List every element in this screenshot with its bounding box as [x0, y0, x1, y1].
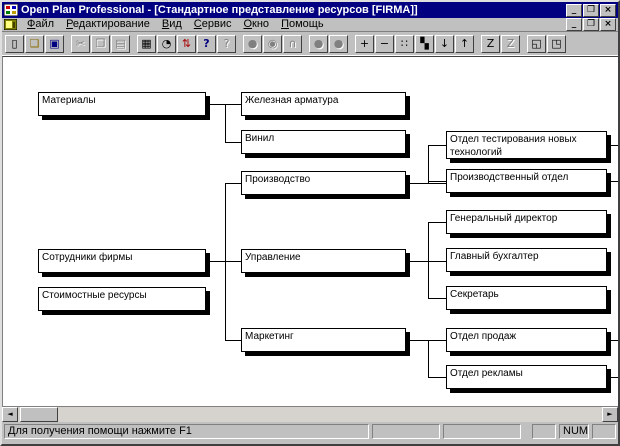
org-node-sales-dept[interactable]: Отдел продаж: [446, 328, 607, 352]
close-button[interactable]: ×: [600, 3, 616, 17]
diagram-canvas: Материалы Сотрудники фирмы Стоимостные р…: [2, 56, 618, 406]
save-button[interactable]: ▣: [45, 34, 64, 53]
org-node-materials[interactable]: Материалы: [38, 92, 206, 116]
connector-line: [428, 222, 429, 299]
org-node-employees[interactable]: Сотрудники фирмы: [38, 249, 206, 273]
org-node-production[interactable]: Производство: [241, 171, 406, 195]
connector-line: [225, 183, 226, 341]
connector-line: [611, 145, 618, 146]
steps-button[interactable]: ▚: [415, 34, 434, 53]
connector-line: [208, 104, 241, 105]
menu-help[interactable]: Помощь: [281, 18, 324, 30]
connector-line: [611, 181, 618, 182]
child-restore-button[interactable]: ❐: [583, 18, 599, 31]
connector-line: [428, 145, 429, 184]
org-node-management[interactable]: Управление: [241, 249, 406, 273]
shape-circle-button[interactable]: ●: [243, 34, 262, 53]
status-panel-1: [372, 424, 440, 439]
restore-button[interactable]: ❐: [583, 3, 599, 17]
org-node-secretary[interactable]: Секретарь: [446, 286, 607, 310]
print-preview-button[interactable]: ◔: [157, 34, 176, 53]
open-button[interactable]: ❏: [25, 34, 44, 53]
toolbar: ▯ ❏ ▣ ✂ ❐ ▤ ▦ ◔ ⇅ ? ? ● ◉ ∩ ● ● + − ∷ ▚ …: [2, 32, 618, 56]
connector-line: [428, 181, 446, 182]
connector-line: [428, 222, 446, 223]
connector-line: [408, 261, 446, 262]
scroll-left-button[interactable]: ◄: [2, 407, 18, 422]
connector-line: [611, 377, 618, 378]
connector-line: [428, 340, 429, 378]
window-bottom-edge: [2, 440, 618, 444]
status-num-indicator: NUM: [559, 424, 589, 439]
remove-node-button[interactable]: −: [375, 34, 394, 53]
org-node-general-director[interactable]: Генеральный директор: [446, 210, 607, 234]
move-down-button[interactable]: ↓: [435, 34, 454, 53]
copy-button[interactable]: ❐: [91, 34, 110, 53]
shape-circle2-button[interactable]: ●: [309, 34, 328, 53]
sort-z-button[interactable]: Z: [481, 34, 500, 53]
connector-line: [408, 340, 446, 341]
status-bar: Для получения помощи нажмите F1 NUM: [2, 422, 618, 440]
connector-line: [225, 142, 241, 143]
horizontal-scrollbar[interactable]: ◄ ►: [2, 406, 618, 422]
menu-edit[interactable]: Редактирование: [66, 18, 150, 30]
connector-line: [428, 145, 446, 146]
new-document-button[interactable]: ▯: [5, 34, 24, 53]
help-button[interactable]: ?: [197, 34, 216, 53]
connector-line: [225, 104, 226, 143]
status-panel-4: [592, 424, 616, 439]
link-nodes-button[interactable]: ∷: [395, 34, 414, 53]
window-title: Open Plan Professional - [Стандартное пр…: [21, 4, 418, 16]
sort-z-alt-button[interactable]: Z: [501, 34, 520, 53]
connector-line: [611, 340, 618, 341]
menu-tools[interactable]: Сервис: [193, 18, 232, 30]
org-node-marketing[interactable]: Маркетинг: [241, 328, 406, 352]
connector-line: [208, 261, 241, 262]
paste-button[interactable]: ▤: [111, 34, 130, 53]
app-icon[interactable]: [4, 4, 18, 16]
org-node-chief-accountant[interactable]: Главный бухгалтер: [446, 248, 607, 272]
shape-arch-button[interactable]: ∩: [283, 34, 302, 53]
context-help-button[interactable]: ?: [217, 34, 236, 53]
status-panel-3: [532, 424, 556, 439]
menu-view[interactable]: Вид: [161, 18, 182, 30]
print-button[interactable]: ▦: [137, 34, 156, 53]
shape-circle3-button[interactable]: ●: [329, 34, 348, 53]
org-node-cost-resources[interactable]: Стоимостные ресурсы: [38, 287, 206, 311]
cut-button[interactable]: ✂: [71, 34, 90, 53]
org-node-iron-rebar[interactable]: Железная арматура: [241, 92, 406, 116]
move-up-button[interactable]: ↑: [455, 34, 474, 53]
minimize-button[interactable]: _: [566, 3, 582, 17]
connector-line: [408, 183, 446, 184]
title-bar: Open Plan Professional - [Стандартное пр…: [2, 2, 618, 18]
scrollbar-track[interactable]: [58, 407, 602, 422]
window-layout-button[interactable]: ◱: [527, 34, 546, 53]
connector-line: [428, 298, 446, 299]
menu-file[interactable]: Файл: [27, 18, 55, 30]
status-panel-2: [443, 424, 521, 439]
child-close-button[interactable]: ×: [600, 18, 616, 31]
connector-line: [428, 377, 446, 378]
scroll-right-button[interactable]: ►: [602, 407, 618, 422]
menu-window[interactable]: Окно: [243, 18, 270, 30]
status-message: Для получения помощи нажмите F1: [4, 424, 369, 439]
org-node-advertising-dept[interactable]: Отдел рекламы: [446, 365, 607, 389]
connector-line: [225, 183, 241, 184]
menu-bar: Файл Редактирование Вид Сервис Окно Помо…: [2, 18, 618, 32]
exchange-button[interactable]: ⇅: [177, 34, 196, 53]
shape-circle-help-button[interactable]: ◉: [263, 34, 282, 53]
scrollbar-thumb[interactable]: [20, 407, 58, 422]
connector-line: [225, 340, 241, 341]
org-node-vinyl[interactable]: Винил: [241, 130, 406, 154]
add-node-button[interactable]: +: [355, 34, 374, 53]
window-arrange-button[interactable]: ◳: [547, 34, 566, 53]
org-node-new-tech-testing-dept[interactable]: Отдел тестирования новых технологий: [446, 131, 607, 159]
document-icon[interactable]: [4, 19, 17, 30]
org-node-production-dept[interactable]: Производственный отдел: [446, 169, 607, 193]
child-minimize-button[interactable]: _: [566, 18, 582, 31]
